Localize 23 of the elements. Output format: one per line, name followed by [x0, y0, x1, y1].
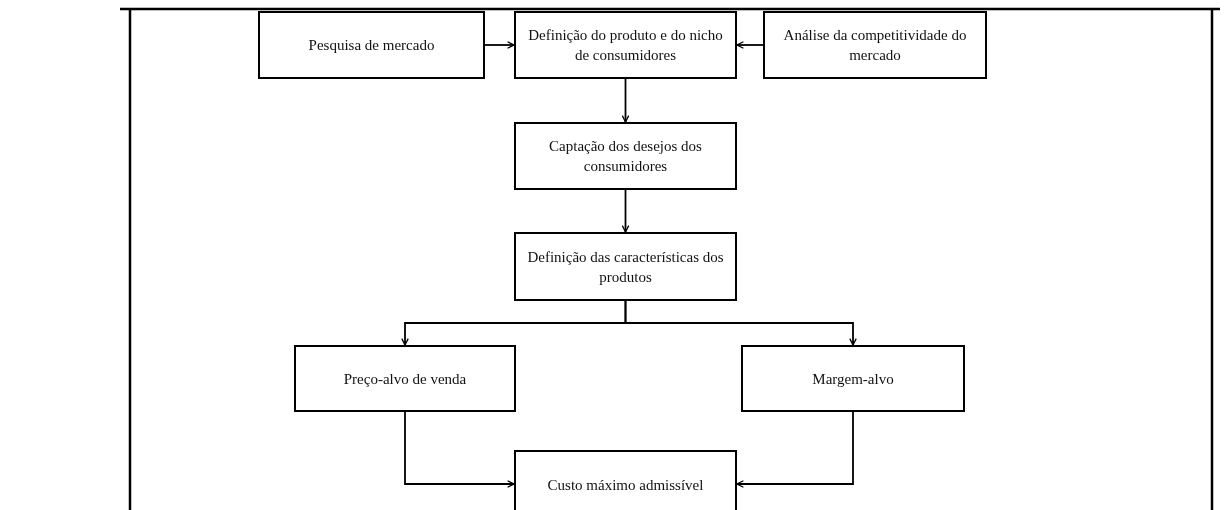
process-box: [514, 122, 737, 190]
box-label: Definição do produto e do nicho de consumidores: [527, 26, 724, 65]
arrow: [736, 411, 854, 488]
arrow: [736, 41, 764, 49]
process-box: [741, 345, 965, 412]
box-label: Preço-alvo de venda: [343, 369, 467, 389]
process-box: [763, 11, 987, 79]
process-box: [514, 450, 737, 510]
process-box: [514, 232, 737, 301]
box-label: Custo máximo admissível: [547, 476, 704, 495]
box-label: Definição das características dos produtos: [526, 247, 725, 287]
arrow: [404, 411, 515, 488]
arrow: [624, 300, 857, 346]
box-label: Margem-alvo: [812, 369, 894, 389]
arrow: [621, 78, 630, 123]
process-box: [294, 345, 516, 412]
arrow: [621, 189, 630, 233]
arrow: [484, 41, 515, 49]
box-label: Análise da competitividade do mercado: [782, 26, 968, 65]
process-box: [514, 11, 737, 79]
box-label: Captação dos desejos dos consumidores: [548, 137, 703, 176]
process-box: [258, 11, 485, 79]
box-label: Pesquisa de mercado: [308, 36, 435, 55]
